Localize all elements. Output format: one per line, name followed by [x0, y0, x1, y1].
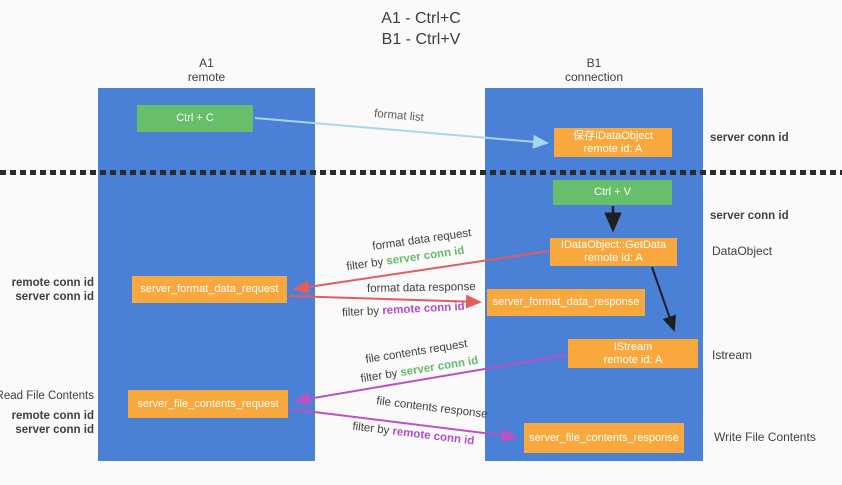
format-data-response-label: format data response: [366, 281, 476, 295]
istream-box: IStream remote id: A: [568, 339, 698, 368]
idataobject-getdata-box: IDataObject::GetData remote id: A: [550, 238, 677, 266]
istream-line1: IStream: [613, 340, 653, 353]
dashed-separator-line: [0, 170, 842, 175]
server-conn-id-left-bottom-label: server conn id: [15, 424, 94, 436]
server-conn-id-left-top-label: server conn id: [15, 291, 94, 303]
ctrl-v-box: Ctrl + V: [553, 180, 672, 205]
format-list-label: format list: [373, 107, 425, 125]
dataobject-label: DataObject: [712, 244, 773, 258]
remote-conn-id-left-top-label: remote conn id: [11, 277, 94, 289]
lane-b1-name: B1: [586, 56, 602, 70]
server-conn-id-top-right-label: server conn id: [710, 132, 789, 144]
lane-a1-name: A1: [199, 56, 214, 70]
format-data-request-filter-label: filter by server conn id: [346, 245, 465, 273]
filter-by-text: filter by: [359, 367, 399, 386]
save-idataobject-line1: 保存IDataObject: [572, 129, 654, 142]
lane-b1-role: connection: [564, 70, 624, 84]
ctrl-v-label: Ctrl + V: [594, 186, 631, 198]
file-contents-response-filter-label: filter by remote conn id: [352, 421, 475, 448]
filter-by-text: filter by: [341, 305, 380, 320]
lane-a1-role: remote: [187, 70, 226, 84]
remote-conn-id-left-bottom-label: remote conn id: [11, 410, 94, 422]
diagram-title: A1 - Ctrl+C B1 - Ctrl+V: [0, 8, 842, 50]
server-file-contents-request-label: server_file_contents_request: [137, 397, 279, 410]
server-format-data-response-box: server_format_data_response: [487, 289, 645, 316]
server-format-data-response-label: server_format_data_response: [492, 296, 640, 308]
title-line-1: A1 - Ctrl+C: [381, 10, 461, 27]
title-line-2: B1 - Ctrl+V: [381, 31, 461, 48]
write-file-contents-label: Write File Contents: [714, 430, 816, 444]
server-file-contents-response-label: server_file_contents_response: [529, 431, 679, 444]
file-contents-response-label: file contents response: [375, 395, 489, 421]
ctrl-c-box: Ctrl + C: [137, 105, 253, 132]
save-idataobject-line2: remote id: A: [583, 142, 643, 155]
save-idataobject-box: 保存IDataObject remote id: A: [554, 128, 672, 157]
server-format-data-request-label: server_format_data_request: [140, 283, 279, 295]
ctrl-c-label: Ctrl + C: [176, 112, 214, 124]
server-file-contents-response-box: server_file_contents_response: [524, 423, 684, 453]
getdata-line2: remote id: A: [584, 252, 643, 264]
istream-side-label: Istream: [712, 348, 753, 362]
format-data-response-filter-label: filter by remote conn id: [342, 301, 465, 319]
lane-header-b1: B1 connection: [485, 56, 703, 86]
server-conn-id-mid-right-label: server conn id: [710, 210, 789, 222]
filter-by-text: filter by: [345, 256, 385, 274]
remote-conn-id-text: remote conn id: [391, 425, 475, 448]
lane-header-a1: A1 remote: [98, 56, 315, 86]
read-file-contents-label: Read File Contents: [0, 390, 94, 402]
filter-by-text: filter by: [351, 420, 390, 437]
getdata-line1: IDataObject::GetData: [560, 239, 667, 251]
remote-conn-id-text: remote conn id: [381, 300, 465, 318]
server-file-contents-request-box: server_file_contents_request: [128, 390, 288, 418]
istream-line2: remote id: A: [603, 353, 663, 366]
server-format-data-request-box: server_format_data_request: [132, 276, 287, 303]
